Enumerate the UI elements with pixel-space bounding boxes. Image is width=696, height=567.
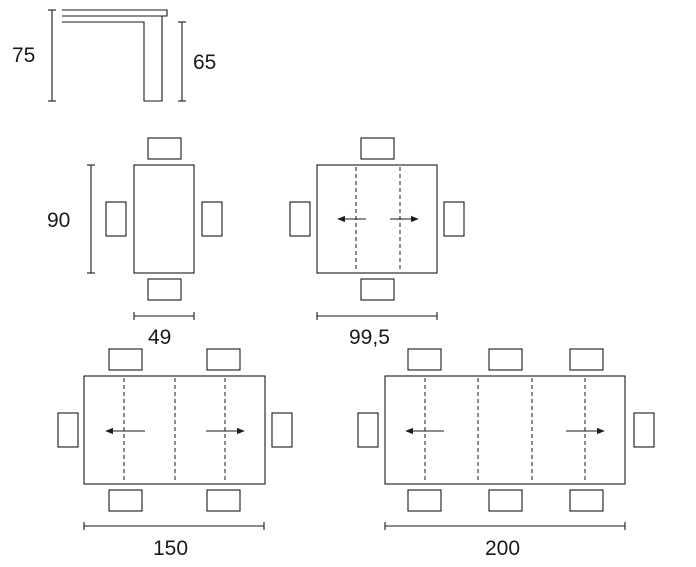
chair-icon xyxy=(357,412,379,448)
depth-label-90: 90 xyxy=(47,209,70,232)
chair-icon xyxy=(147,278,182,301)
chair-icon xyxy=(569,489,604,512)
chair-icon xyxy=(360,278,395,301)
closed-table-layout: 90 49 xyxy=(47,137,223,349)
width-label-49: 49 xyxy=(148,326,171,349)
dimension-line-99-5 xyxy=(316,312,438,320)
chair-icon xyxy=(271,412,293,448)
extended-table-layout-150: 150 xyxy=(57,348,293,560)
table-top-closed xyxy=(133,164,195,274)
chair-icon xyxy=(443,201,465,237)
table-top-extended xyxy=(316,164,438,274)
chair-icon xyxy=(108,489,143,512)
chair-icon xyxy=(201,201,223,237)
dimension-line-65 xyxy=(178,21,186,102)
dimension-line-200 xyxy=(384,522,626,530)
chair-icon xyxy=(633,412,655,448)
dimension-line-90 xyxy=(87,164,95,274)
chair-icon xyxy=(407,489,442,512)
dimension-line-49 xyxy=(133,312,195,320)
chair-icon xyxy=(108,348,143,371)
chair-icon xyxy=(407,348,442,371)
chair-icon xyxy=(569,348,604,371)
leg-height-label-65: 65 xyxy=(193,51,216,74)
dimension-line-75 xyxy=(48,9,56,102)
chair-icon xyxy=(360,137,395,160)
width-label-99-5: 99,5 xyxy=(349,326,390,349)
table-top-extended xyxy=(384,375,626,485)
height-label-75: 75 xyxy=(12,44,35,67)
chair-icon xyxy=(147,137,182,160)
width-label-150: 150 xyxy=(153,537,188,560)
chair-icon xyxy=(206,489,241,512)
width-label-200: 200 xyxy=(485,537,520,560)
chair-icon xyxy=(488,348,523,371)
extended-table-layout-99-5: 99,5 xyxy=(289,137,465,349)
table-side-profile xyxy=(62,9,168,102)
chair-icon xyxy=(488,489,523,512)
chair-icon xyxy=(206,348,241,371)
extended-table-layout-200: 200 xyxy=(357,348,655,560)
chair-icon xyxy=(57,412,79,448)
side-profile-view: 75 65 xyxy=(12,9,216,102)
dimension-line-150 xyxy=(83,522,265,530)
chair-icon xyxy=(289,201,311,237)
chair-icon xyxy=(105,201,127,237)
